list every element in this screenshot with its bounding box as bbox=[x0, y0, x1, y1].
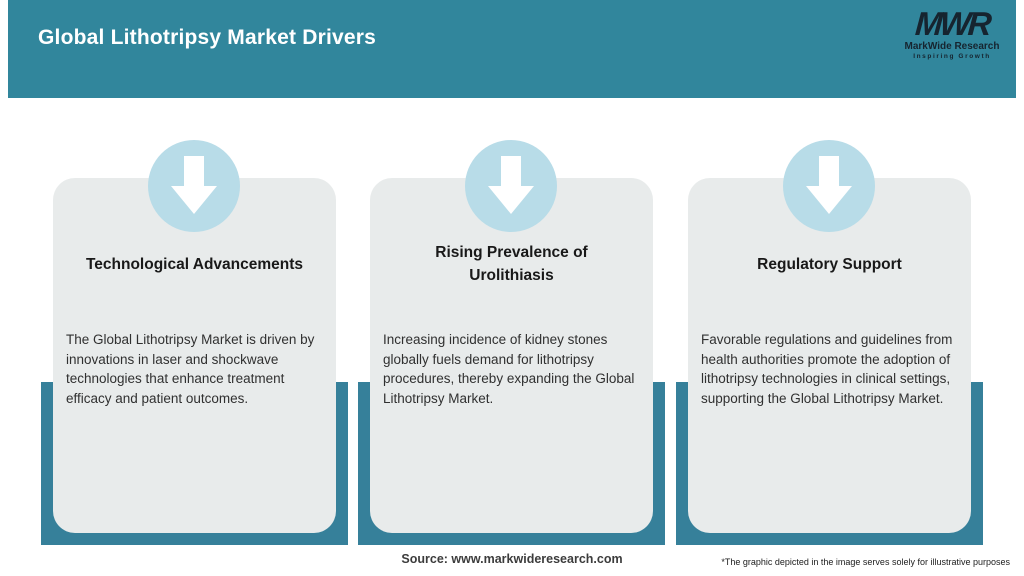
card-title: Rising Prevalence of Urolithiasis bbox=[435, 244, 588, 284]
card-body: Favorable regulations and guidelines fro… bbox=[701, 332, 953, 406]
driver-card-technological-advancements: Technological Advancements The Global Li… bbox=[41, 140, 348, 545]
logo-tagline: Inspiring Growth bbox=[913, 53, 991, 60]
down-arrow-icon bbox=[488, 156, 534, 214]
driver-card-regulatory-support: Regulatory Support Favorable regulations… bbox=[676, 140, 983, 545]
header-banner: Global Lithotripsy Market Drivers MWR Ma… bbox=[8, 0, 1016, 98]
arrow-badge bbox=[465, 140, 557, 232]
card-body: Increasing incidence of kidney stones gl… bbox=[383, 332, 635, 406]
logo-monogram: MWR bbox=[914, 5, 991, 42]
card-body: The Global Lithotripsy Market is driven … bbox=[66, 332, 315, 406]
disclaimer-text: *The graphic depicted in the image serve… bbox=[721, 557, 1010, 567]
card: Technological Advancements The Global Li… bbox=[53, 178, 336, 533]
card-title: Regulatory Support bbox=[757, 255, 902, 273]
card-title: Technological Advancements bbox=[85, 255, 304, 273]
page-title: Global Lithotripsy Market Drivers bbox=[38, 26, 377, 49]
card: Rising Prevalence of Urolithiasis Increa… bbox=[370, 178, 653, 533]
down-arrow-icon bbox=[171, 156, 217, 214]
logo-name: MarkWide Research bbox=[904, 41, 1000, 52]
card: Regulatory Support Favorable regulations… bbox=[688, 178, 971, 533]
down-arrow-icon bbox=[806, 156, 852, 214]
driver-card-rising-prevalence: Rising Prevalence of Urolithiasis Increa… bbox=[358, 140, 665, 545]
arrow-badge bbox=[148, 140, 240, 232]
arrow-badge bbox=[783, 140, 875, 232]
source-text: Source: www.markwideresearch.com bbox=[401, 552, 623, 566]
markwide-research-logo: MWR MarkWide Research Inspiring Growth bbox=[902, 5, 1002, 61]
